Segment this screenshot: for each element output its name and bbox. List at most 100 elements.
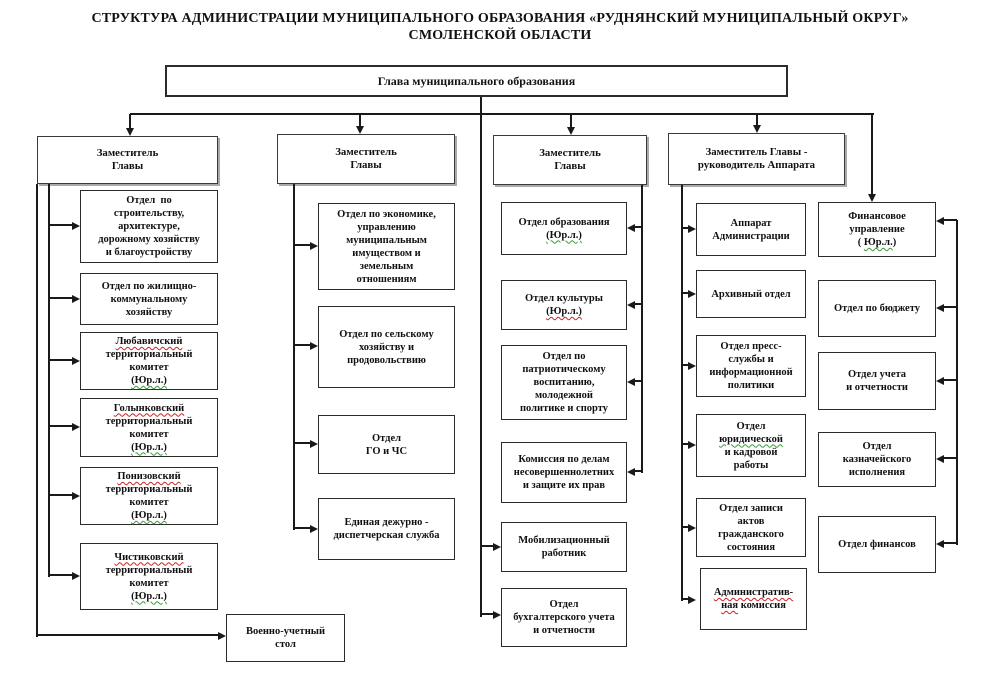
org-box-deputy-head-apparatus: Заместитель Главы -руководитель Аппарата (668, 133, 845, 185)
connector-line (293, 184, 295, 530)
org-box-text: территориальный (105, 415, 193, 427)
org-box-text: хозяйству (125, 306, 173, 318)
connector-arrowhead (936, 217, 944, 225)
connector-arrowhead (936, 455, 944, 463)
connector-arrowhead (936, 377, 944, 385)
org-box-text: руководитель Аппарата (697, 159, 816, 171)
org-box-text: Отдел по сельскому (339, 328, 434, 340)
org-box-text: работник (541, 548, 587, 559)
connector-arrowhead (356, 126, 364, 134)
org-box-text: Отдел (549, 599, 579, 610)
org-box-text: гражданского (718, 528, 784, 540)
connector-arrowhead (627, 378, 635, 386)
org-box-text: состояния (726, 541, 776, 553)
org-box-text: и защите их прав (522, 480, 606, 491)
org-box-text: Административ- (713, 587, 794, 598)
org-box-culture-dept: Отдел культуры(Юр.л.) (501, 280, 627, 330)
org-box-text: Единая дежурно - (344, 517, 429, 528)
connector-arrowhead (72, 572, 80, 580)
org-box-text: Любавичский (115, 336, 183, 347)
connector-line (871, 114, 873, 195)
org-box-text: Заместитель Главы - (705, 146, 808, 158)
chart-title: СТРУКТУРА АДМИНИСТРАЦИИ МУНИЦИПАЛЬНОГО О… (0, 10, 1000, 44)
org-box-text: и отчетности (846, 382, 908, 393)
org-box-text: Голынковский (113, 402, 185, 414)
org-box-text: и кадровой (724, 446, 778, 458)
connector-arrowhead (688, 596, 696, 604)
org-box-accounting-dept: Отдел учета и отчетности (818, 352, 936, 410)
org-box-text: комитет (129, 497, 169, 508)
org-box-head-of-municipal-formation: Глава муниципального образования (165, 65, 788, 97)
connector-line (682, 292, 688, 294)
org-box-text: Архивный отдел (711, 288, 791, 300)
org-box-text: (Юр.л.) (131, 590, 167, 602)
org-box-text: несовершеннолетних (513, 467, 615, 478)
connector-line (49, 425, 72, 427)
connector-arrowhead (310, 242, 318, 250)
org-box-text: Заместитель (96, 147, 159, 159)
org-box-text: комиссия (738, 600, 786, 611)
org-box-text: управлению (357, 221, 416, 233)
connector-line (130, 113, 874, 115)
org-box-text: молодежной (535, 390, 593, 401)
connector-line (570, 114, 572, 128)
org-box-text: работы (733, 459, 769, 471)
connector-arrowhead (493, 611, 501, 619)
org-box-text: стол (275, 639, 296, 650)
connector-line (682, 526, 688, 528)
org-box-text: Администрации (712, 230, 790, 242)
org-box-text: Отдел по бюджету (834, 303, 920, 314)
connector-arrowhead (310, 525, 318, 533)
connector-arrowhead (688, 524, 696, 532)
org-box-text: Отдел записи (719, 502, 783, 514)
connector-line (48, 184, 50, 577)
org-box-text: дорожному хозяйству (98, 234, 200, 245)
org-box-text: Отдел по экономике, (337, 208, 436, 220)
connector-line (756, 114, 758, 126)
connector-line (635, 226, 643, 228)
org-box-text: имуществом и (352, 247, 421, 259)
connector-line (944, 542, 957, 544)
connector-arrowhead (567, 127, 575, 135)
connector-line (944, 379, 957, 381)
org-box-text: (Юр.л.) (546, 229, 582, 241)
org-box-text: Юр.л. (863, 237, 893, 248)
org-box-text: (Юр.л.) (131, 375, 167, 386)
chart-title-line-2: СМОЛЕНСКОЙ ОБЛАСТИ (408, 28, 592, 43)
org-box-text: Отдел культуры (525, 293, 603, 304)
org-box-text: Отдел пресс- (720, 341, 782, 352)
org-box-text: Отдел учета (847, 369, 907, 380)
connector-arrowhead (627, 224, 635, 232)
connector-arrowhead (72, 492, 80, 500)
org-box-text: юридической (719, 433, 783, 445)
org-box-text: комитет (129, 362, 169, 373)
connector-line (956, 220, 958, 545)
connector-line (944, 306, 957, 308)
org-box-text: хозяйству и (358, 341, 415, 353)
org-box-text: диспетчерская служба (333, 530, 440, 541)
connector-line (682, 443, 688, 445)
connector-line (944, 457, 957, 459)
org-box-text: ная (721, 600, 739, 611)
org-box-text: коммунальному (110, 293, 188, 305)
org-box-text: патриотическому (522, 364, 606, 375)
connector-line (682, 364, 688, 366)
connector-arrowhead (627, 301, 635, 309)
org-box-text: Комиссия по делам (518, 454, 610, 465)
connector-arrowhead (310, 342, 318, 350)
